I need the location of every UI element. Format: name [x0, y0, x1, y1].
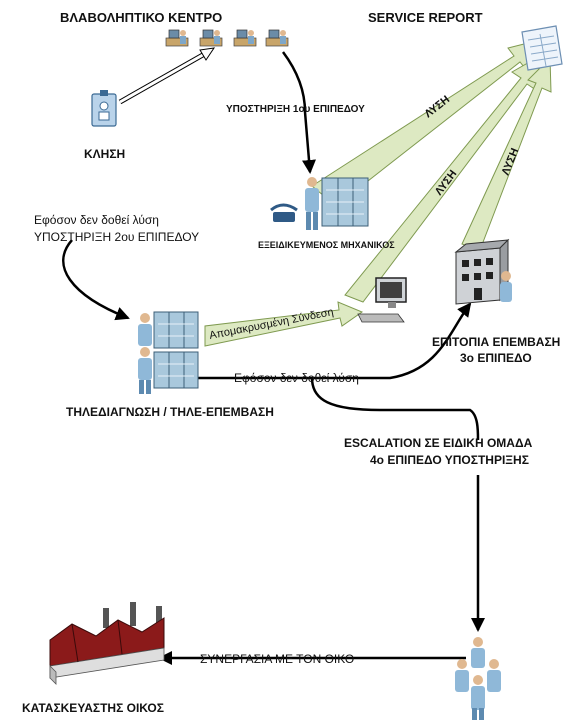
onsite-label-2: 3ο ΕΠΙΠΕΔΟ	[460, 351, 532, 365]
telediagnosis-servers-icon	[138, 311, 199, 394]
onsite-building-icon	[454, 238, 512, 305]
special-team-group-icon	[455, 637, 501, 720]
flow-level2-line	[62, 239, 130, 321]
remote-connection-arrow: Απομακρυσμένη Σύνδεση	[204, 301, 364, 347]
factory-icon	[49, 602, 165, 685]
escalation-label-1: ESCALATION ΣΕ ΕΙΔΙΚΗ ΟΜΑΔΑ	[344, 436, 533, 450]
support-level2-label: ΥΠΟΣΤΗΡΙΞΗ 2ου ΕΠΙΠΕΔΟΥ	[34, 230, 199, 244]
workstation-monitor-icon	[357, 277, 407, 323]
cooperation-label: ΣΥΝΕΡΓΑΣΙΑ ΜΕ ΤΟΝ ΟΙΚΟ	[200, 652, 354, 666]
call-badge-icon	[91, 90, 117, 127]
escalation-label-2: 4ο ΕΠΙΠΕΔΟ ΥΠΟΣΤΗΡΙΞΗΣ	[370, 453, 529, 467]
telephone-icon	[270, 203, 298, 222]
solution-arrow-remote: ΛΥΣΗ	[344, 55, 541, 303]
onsite-label-1: ΕΠΙΤΟΠΙΑ ΕΠΕΜΒΑΣΗ	[432, 335, 560, 349]
no-solution-label-2: Εφόσον δεν δοθεί λύση	[234, 371, 359, 385]
flow-onsite-line	[190, 302, 472, 380]
call-center-agents-icon	[165, 29, 289, 47]
specialized-engineer-label: ΕΞΕΙΔΙΚΕΥΜΕΝΟΣ ΜΗΧΑΝΙΚΟΣ	[258, 240, 395, 250]
service-report-document-icon	[521, 25, 563, 71]
manufacturer-label: ΚΑΤΑΣΚΕΥΑΣΤΗΣ ΟΙΚΟΣ	[22, 701, 164, 715]
telediagnosis-label: ΤΗΛΕΔΙΑΓΝΩΣΗ / ΤΗΛΕ-ΕΠΕΜΒΑΣΗ	[66, 405, 274, 419]
flow-escalation-line	[310, 377, 480, 441]
call-center-label: ΒΛΑΒΟΛΗΠΤΙΚΟ ΚΕΝΤΡΟ	[60, 10, 222, 25]
service-report-label: SERVICE REPORT	[368, 10, 483, 25]
support-level1-label: ΥΠΟΣΤΗΡΙΞΗ 1ου ΕΠΙΠΕΔΟΥ	[226, 104, 365, 115]
call-label: ΚΛΗΣΗ	[84, 147, 125, 161]
call-arrow	[118, 47, 216, 105]
engineer-server-icon	[305, 177, 369, 230]
flow-level1-line	[281, 51, 316, 174]
no-solution-label-1: Εφόσον δεν δοθεί λύση	[34, 213, 159, 227]
